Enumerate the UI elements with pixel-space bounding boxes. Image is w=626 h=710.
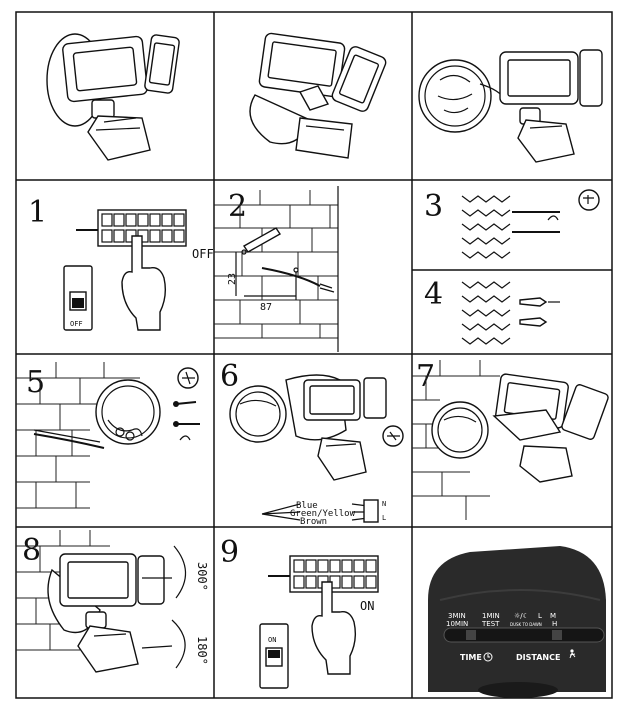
step-4-number: 4: [424, 277, 443, 312]
time-bottom-right: TEST: [481, 620, 500, 628]
time-top-right: 1MIN: [482, 612, 500, 620]
step-9-number: 9: [220, 535, 239, 570]
step-8-number: 8: [22, 533, 41, 568]
step-6-wire-brown: Brown: [300, 517, 327, 527]
step-1-off-label: OFF: [192, 247, 214, 261]
step-3-hammer-icon: [578, 189, 600, 211]
overview-light-side: [249, 32, 387, 159]
step-8-light-assembly: [47, 553, 165, 673]
step-1-number: 1: [28, 195, 47, 230]
step-1-breaker-off-icon: [63, 265, 93, 331]
step-6-light-assembly: [229, 374, 387, 481]
step-5-junction-box: [95, 379, 161, 445]
step-2-dim-horizontal: 87: [260, 302, 272, 313]
time-top-left: 3MIN: [448, 612, 466, 620]
step-6-terminal-n: N: [382, 500, 386, 508]
step-8-rotation-arcs: [141, 545, 187, 669]
step-5-brick-wall: [16, 362, 140, 509]
step-8-angle-top: 300°: [195, 562, 209, 591]
step-2-dimension-lines: [235, 249, 299, 300]
step-6-terminal-l: L: [382, 514, 386, 522]
distance-label: DISTANCE: [516, 653, 560, 662]
clock-icon: [483, 652, 493, 662]
step-9-hand-icon: [311, 581, 357, 675]
step-8-angle-bottom: 180°: [195, 636, 209, 665]
step-6-number: 6: [220, 359, 239, 394]
grid-frame: [15, 11, 613, 699]
step-6-screwdriver-icon: [382, 425, 404, 447]
step-5-cable: [33, 429, 105, 449]
step-5-screws: [173, 401, 200, 441]
person-motion-icon: [569, 649, 576, 659]
step-5-screwdriver-icon: [177, 367, 199, 389]
step-2-drill-bit: [242, 227, 282, 253]
time-bottom-left: 10MIN: [446, 620, 468, 628]
sensor-control-panel-photo: [414, 529, 610, 698]
distance-top-left: ☼/☾: [514, 612, 529, 620]
step-9-breaker-label: ON: [268, 636, 276, 644]
step-8-brick-wall: [16, 530, 110, 651]
step-1-breaker-label: OFF: [70, 320, 83, 328]
step-7-light-assembly: [431, 373, 609, 483]
step-7-brick-wall: [412, 360, 500, 520]
step-2-number: 2: [228, 189, 247, 224]
overview-light-front: [46, 33, 180, 161]
step-4-screws: [519, 297, 560, 327]
step-4-wall-texture: [461, 281, 511, 345]
step-1-hand-icon: [121, 235, 167, 331]
step-9-breaker-on-icon: [259, 623, 289, 689]
step-2-dim-vertical: 23: [227, 273, 238, 285]
step-1-terminal-block: [76, 209, 187, 247]
step-5-number: 5: [26, 365, 45, 400]
step-3-wall-texture: [460, 190, 512, 264]
distance-top-right: M: [550, 612, 556, 620]
distance-bottom-left: DUSK TO DAWN: [510, 622, 542, 627]
time-label: TIME: [460, 653, 482, 662]
step-9-on-label: ON: [360, 599, 374, 613]
distance-top-mid: L: [538, 612, 542, 620]
overview-light-wall-box: [418, 49, 603, 163]
step-6-wire-green: Green/Yellow: [290, 509, 356, 519]
step-3-wall-plugs: [512, 211, 560, 233]
step-3-number: 3: [424, 189, 443, 224]
step-6-wiring: [261, 499, 379, 523]
step-6-wire-blue: Blue: [296, 501, 318, 511]
distance-bottom-right: H: [552, 620, 557, 628]
